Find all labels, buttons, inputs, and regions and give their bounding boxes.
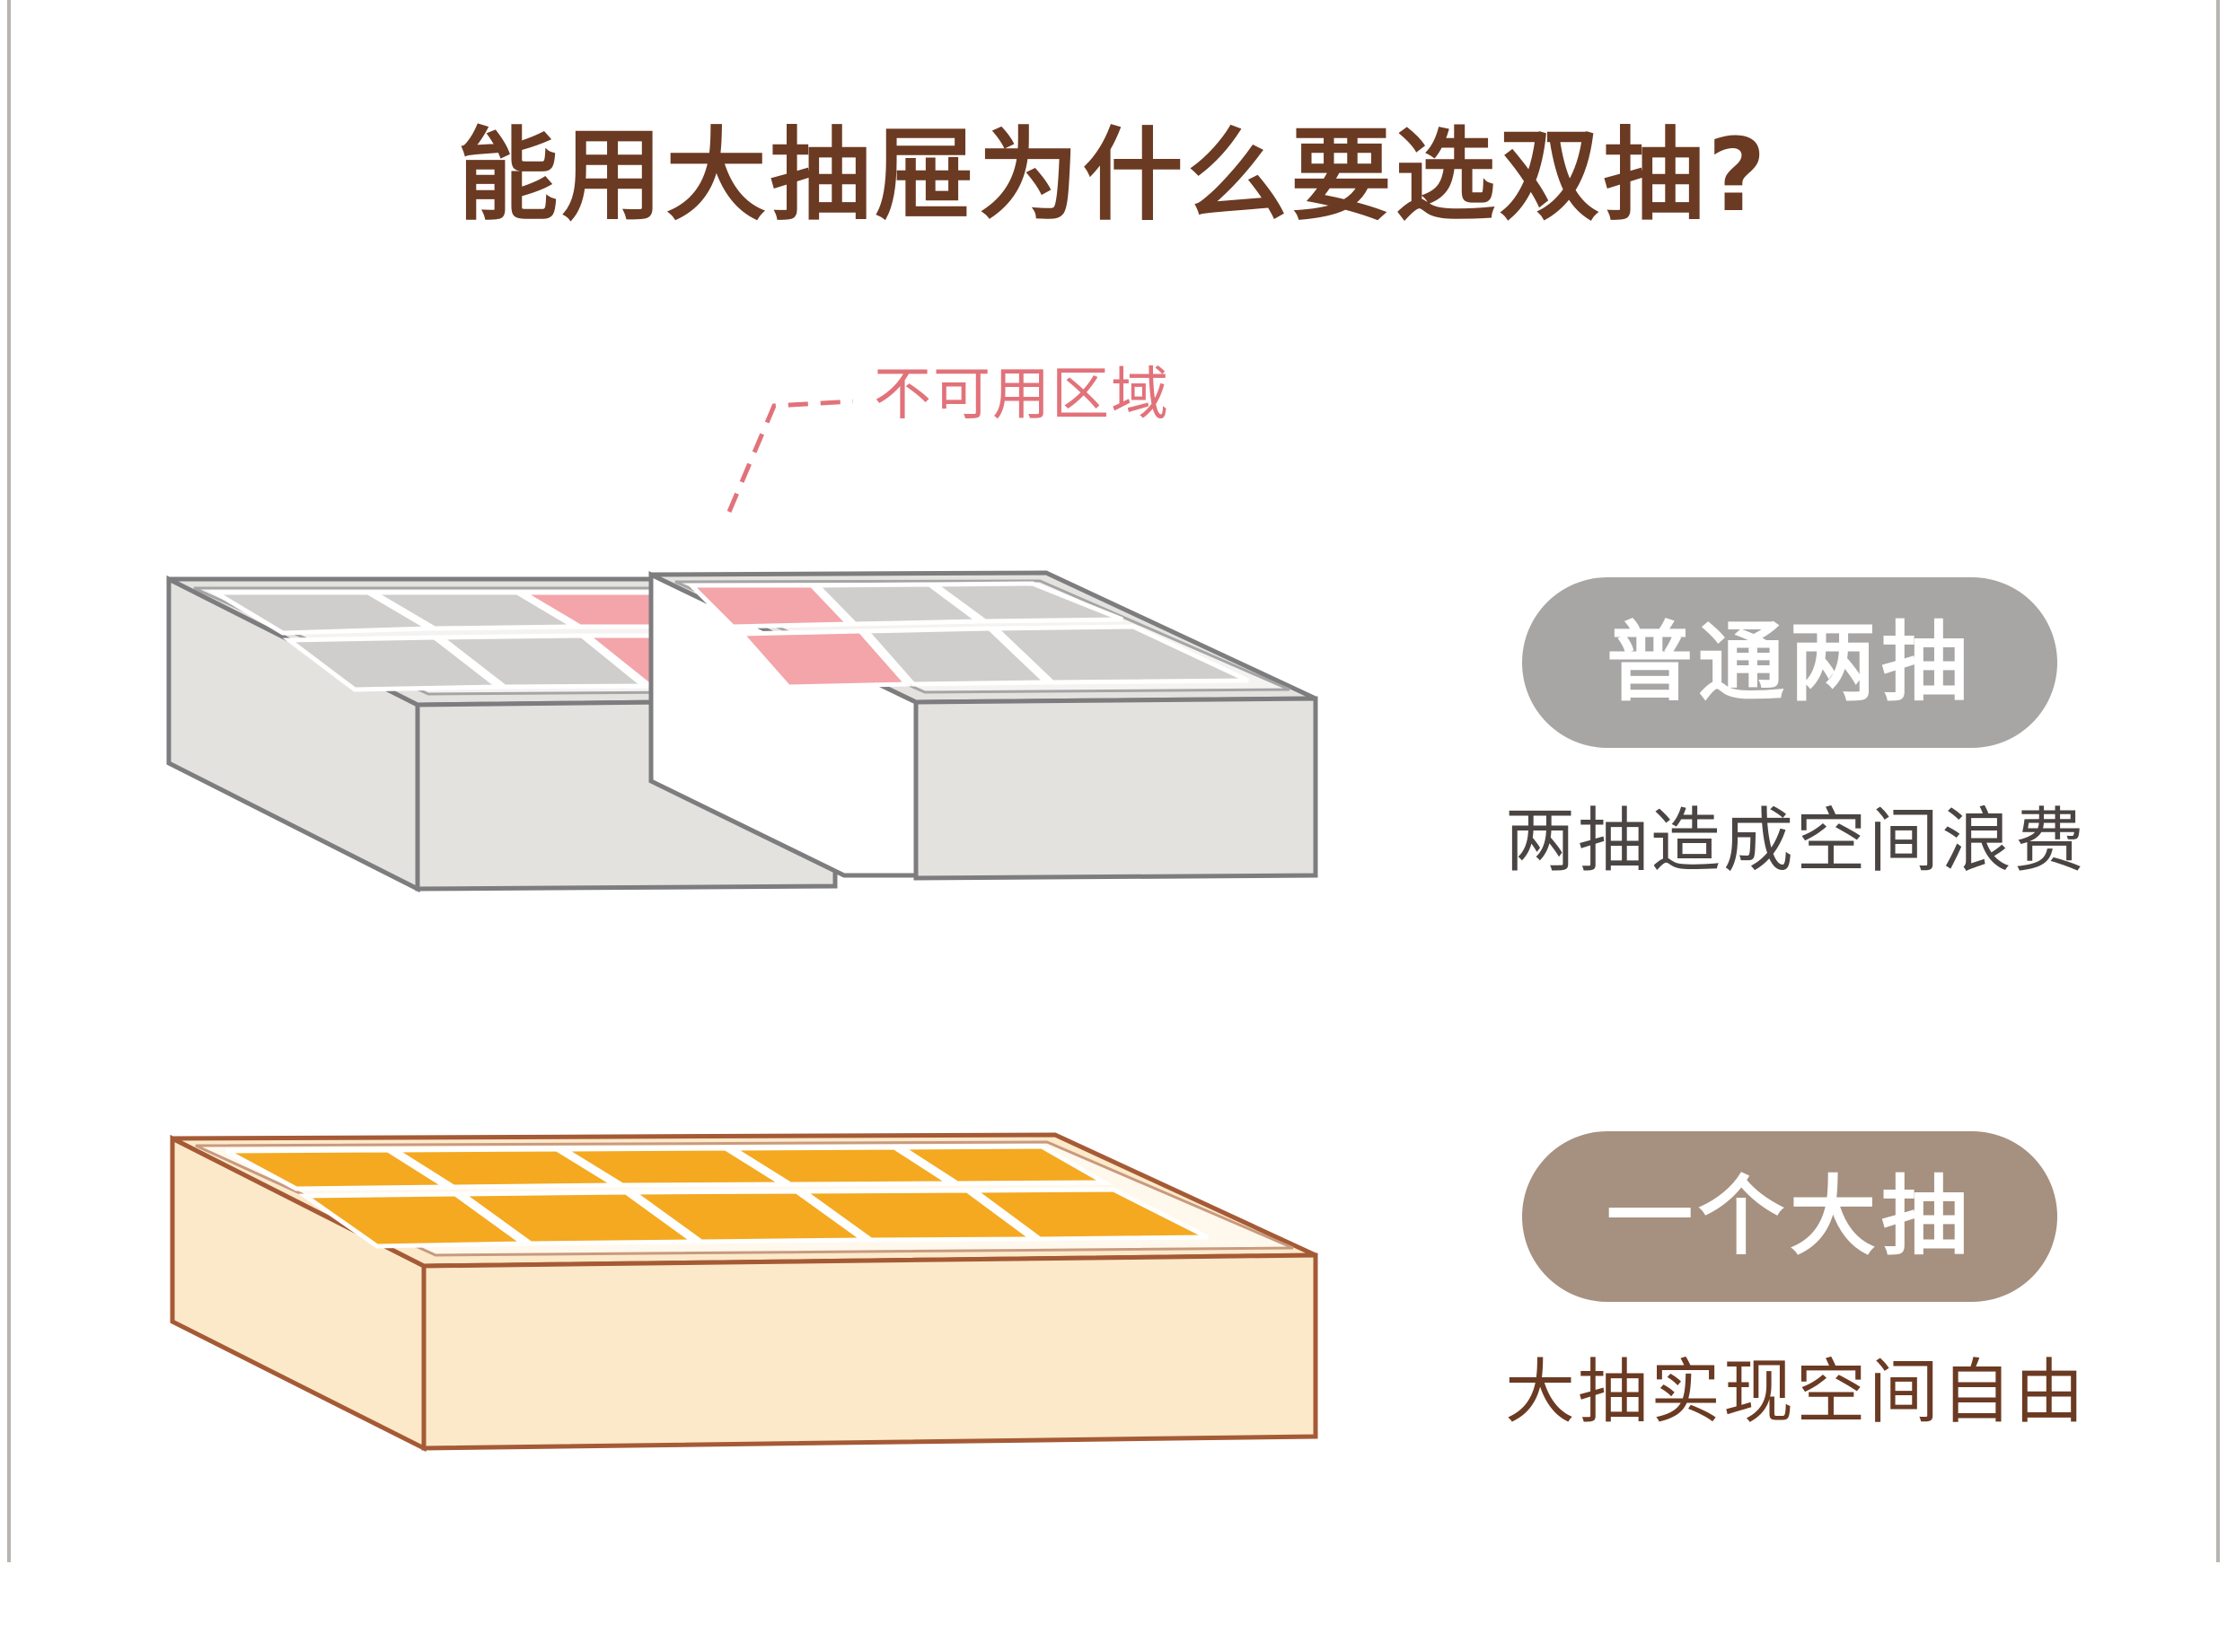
drawer-left-compartments <box>207 590 794 692</box>
drawer-right-compartments <box>685 581 1250 690</box>
unusable-area-label: 不可用区域 <box>874 362 1170 428</box>
frame-left-border <box>7 0 11 1562</box>
unusable-area-right-bottom <box>736 628 912 690</box>
pill-normal-two-drawers: 普通两抽 <box>1522 577 2057 748</box>
pill-one-big-drawer: 一个大抽 <box>1522 1131 2057 1302</box>
pill-big-label: 一个大抽 <box>1606 1166 1973 1267</box>
drawer-big <box>170 1132 1318 1453</box>
drawer-big-compartments <box>224 1144 1210 1249</box>
caption-one-big-drawer: 大抽实现空间自由 <box>1504 1352 2087 1433</box>
caption-normal-two-drawers: 两抽造成空间浪费 <box>1504 801 2087 882</box>
drawer-comparison-illustration <box>166 399 1318 1453</box>
bottom-strip <box>0 1562 2227 1652</box>
frame-right-border <box>2216 0 2220 1562</box>
pill-normal-label: 普通两抽 <box>1606 612 1973 713</box>
dashed-leader-line <box>726 399 854 513</box>
page-title: 能用大抽屉为什么要选双抽? <box>457 118 1770 234</box>
unusable-area-right-top <box>685 583 854 629</box>
drawer-right <box>648 570 1318 881</box>
